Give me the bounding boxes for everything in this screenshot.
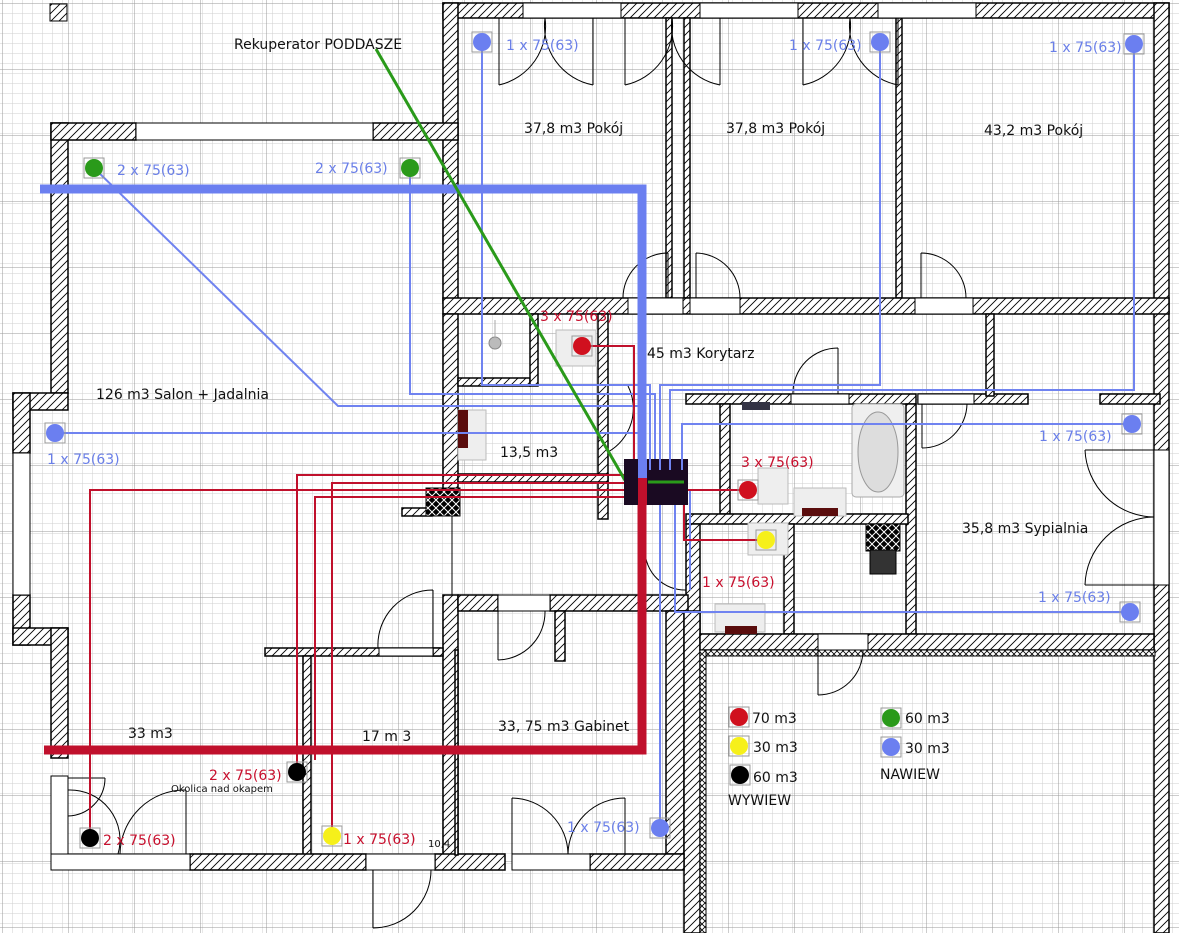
vent-label: 1 x 75(63) <box>702 575 775 591</box>
vent-label: 1 x 75(63) <box>343 832 416 848</box>
vent-label: 2 x 75(63) <box>315 161 388 177</box>
vent-label: 1 x 75(63) <box>47 452 120 468</box>
sink-cabinet <box>725 626 757 634</box>
vent-black-marker <box>288 763 306 781</box>
vent-label: 2 x 75(63) <box>103 833 176 849</box>
vent-frame <box>1121 413 1143 435</box>
legend-label: 60 m3 <box>905 711 950 727</box>
legend-title-exhaust: WYWIEW <box>728 793 791 809</box>
legend-label: 70 m3 <box>752 711 797 727</box>
wall-crosshatch <box>699 649 1156 657</box>
vent-frame <box>79 827 101 849</box>
bathtub-basin <box>857 411 899 493</box>
dimension-label: 10,4 <box>428 839 450 850</box>
room-label-korytarz: 45 m3 Korytarz <box>647 346 755 362</box>
vent-blue-marker <box>473 33 491 51</box>
legend-swatch-blue <box>882 738 900 756</box>
vent-frame <box>83 157 105 179</box>
room-label-pokoj-1: 37,8 m3 Pokój <box>524 121 623 137</box>
door-swings <box>67 17 1155 929</box>
marker-square <box>49 3 68 22</box>
openings <box>12 2 1170 871</box>
vent-frame <box>399 157 421 179</box>
vent-blue-marker <box>46 424 64 442</box>
vent-label: 1 x 75(63) <box>506 38 579 54</box>
distribution-box-supply-inlet <box>638 459 647 481</box>
vent-frame <box>286 761 308 783</box>
exhaust-ducts <box>89 345 766 838</box>
toilet <box>757 467 789 505</box>
legend-supply: 60 m3 30 m3 NAWIEW <box>880 707 950 783</box>
vent-frame <box>571 335 593 357</box>
cabinet <box>458 410 468 448</box>
chimney <box>425 487 461 517</box>
legend-title-supply: NAWIEW <box>880 767 940 783</box>
distribution-box-ports <box>649 459 683 470</box>
vent-blue-marker <box>871 33 889 51</box>
room-label-lazienka-mala: 13,5 m3 <box>500 445 558 461</box>
sink-cabinet <box>802 508 838 516</box>
okap-annotation: Okolica nad okapem <box>171 784 273 795</box>
furnace-body <box>869 549 897 575</box>
vent-green-marker <box>401 159 419 177</box>
vent-blue-marker <box>1123 415 1141 433</box>
main-exhaust-duct <box>44 478 647 755</box>
legend-swatch-black <box>731 766 749 784</box>
vent-label: 3 x 75(63) <box>741 455 814 471</box>
vent-label: 2 x 75(63) <box>209 768 282 784</box>
wall-crosshatch <box>699 649 707 933</box>
vent-yellow-marker <box>323 827 341 845</box>
vent-blue-marker <box>1125 35 1143 53</box>
vent-red-marker <box>739 481 757 499</box>
vent-label: 1 x 75(63) <box>1039 429 1112 445</box>
recuperator-label: Rekuperator PODDASZE <box>234 37 402 53</box>
vent-green-marker <box>85 159 103 177</box>
room-label-salon: 126 m3 Salon + Jadalnia <box>96 387 269 403</box>
vent-yellow-marker <box>757 531 775 549</box>
distribution-box-exhaust-outlet <box>638 478 647 505</box>
vent-frame <box>755 529 777 551</box>
vent-label: 1 x 75(63) <box>789 38 862 54</box>
main-supply-duct <box>40 184 647 470</box>
walls <box>12 2 1170 933</box>
vent-frame <box>1123 33 1145 55</box>
vent-label: 2 x 75(63) <box>117 163 190 179</box>
vents <box>44 31 1145 849</box>
legend-swatch-green <box>882 709 900 727</box>
vent-label: 1 x 75(63) <box>567 820 640 836</box>
legend-swatch-red <box>730 708 748 726</box>
vent-frame <box>471 31 493 53</box>
vent-blue-marker <box>651 819 669 837</box>
room-label-pokoj-3: 43,2 m3 Pokój <box>984 123 1083 139</box>
room-label-sypialnia: 35,8 m3 Sypialnia <box>962 521 1088 537</box>
vent-frame <box>869 31 891 53</box>
room-label-kuchnia: 33 m3 <box>128 726 173 742</box>
supply-ducts <box>55 42 1135 828</box>
shower <box>488 336 502 350</box>
legend-label: 60 m3 <box>753 770 798 786</box>
recuperator-duct <box>374 48 628 483</box>
vent-frame <box>321 825 343 847</box>
vent-blue-marker <box>1121 603 1139 621</box>
fixtures <box>425 320 905 634</box>
room-label-pokoj-2: 37,8 m3 Pokój <box>726 121 825 137</box>
vent-label: 1 x 75(63) <box>1038 590 1111 606</box>
room-label-spizarnia: 17 m 3 <box>362 729 411 745</box>
legend-label: 30 m3 <box>753 740 798 756</box>
legend-label: 30 m3 <box>905 741 950 757</box>
legend: 70 m3 30 m3 60 m3 WYWIEW 60 m3 30 m3 NAW… <box>728 706 950 809</box>
vent-frame <box>737 479 759 501</box>
legend-exhaust: 70 m3 30 m3 60 m3 WYWIEW <box>728 706 798 809</box>
vent-red-marker <box>573 337 591 355</box>
vent-label: 1 x 75(63) <box>1049 40 1122 56</box>
furnace <box>865 523 901 552</box>
vent-frame <box>1119 601 1141 623</box>
vent-label: 3 x 75(63) <box>540 309 613 325</box>
vent-frame <box>649 817 671 839</box>
vent-black-marker <box>81 829 99 847</box>
vent-frame <box>44 422 66 444</box>
room-label-gabinet: 33, 75 m3 Gabinet <box>498 719 630 735</box>
legend-swatch-yellow <box>730 737 748 755</box>
